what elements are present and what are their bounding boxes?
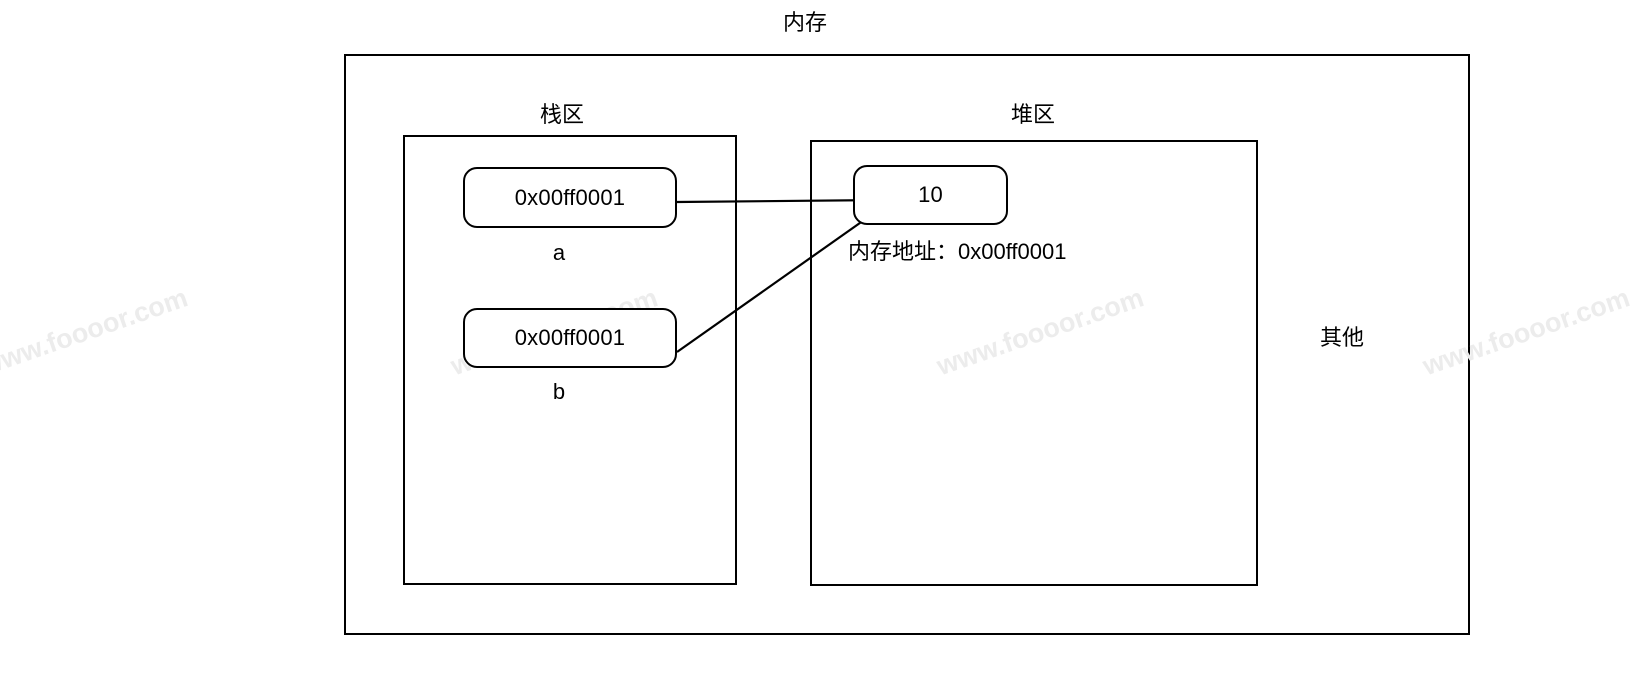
memory-title: 内存 (782, 10, 828, 35)
memory-region-box (344, 54, 1470, 635)
stack-region-box (403, 135, 737, 585)
stack-variable-a-box: 0x00ff0001 (463, 167, 677, 228)
other-region-label: 其他 (1319, 325, 1365, 350)
heap-region-box (810, 140, 1258, 586)
watermark-text: www.foooor.com (0, 282, 192, 382)
stack-variable-b-box: 0x00ff0001 (463, 308, 677, 368)
stack-variable-a-value: 0x00ff0001 (514, 184, 626, 210)
stack-variable-b-label: b (552, 379, 566, 404)
stack-variable-a-label: a (552, 240, 566, 265)
heap-object-box: 10 (853, 165, 1008, 225)
stack-region-label: 栈区 (539, 102, 585, 127)
stack-variable-b-value: 0x00ff0001 (514, 325, 626, 350)
heap-object-value: 10 (918, 182, 943, 207)
heap-address-text: 内存地址：0x00ff0001 (848, 239, 1067, 264)
heap-region-label: 堆区 (1010, 102, 1056, 127)
